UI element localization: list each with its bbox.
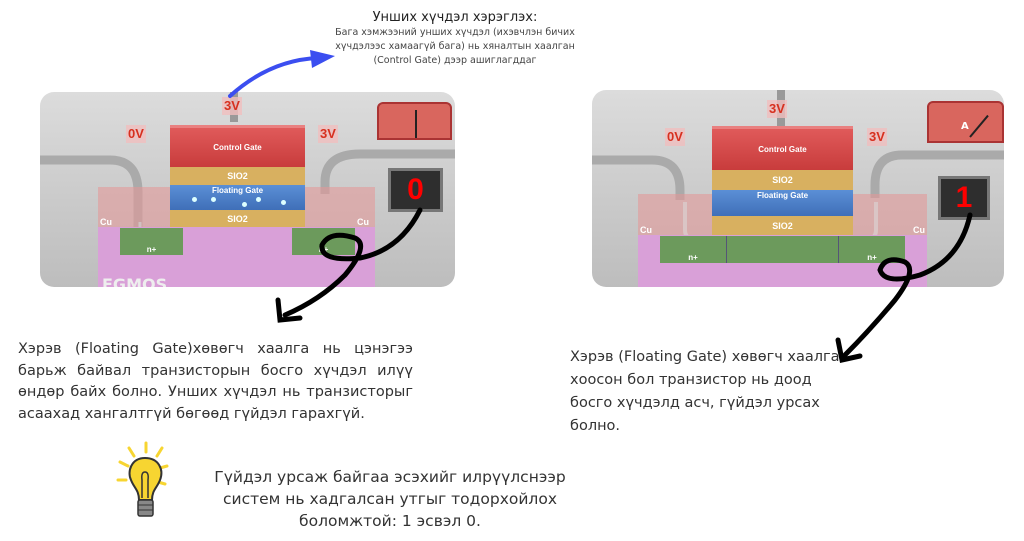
black-arrow-left-head — [275, 297, 303, 323]
floating-gate: Floating Gate — [170, 185, 305, 210]
ammeter-gauge-icon — [377, 102, 452, 140]
conclusion-line: боломжтой: 1 эсвэл 0. — [299, 512, 481, 530]
electron — [281, 200, 286, 205]
source-voltage: 0V — [665, 128, 685, 146]
right-line: хоосон бол транзистор нь доод — [570, 372, 812, 388]
lightbulb-icon — [116, 441, 169, 517]
channel — [726, 236, 839, 263]
n-plus-right: n+ — [292, 228, 355, 255]
n-plus-left: n+ — [120, 228, 183, 255]
gate-voltage: 3V — [222, 97, 242, 115]
conclusion: Гүйдэл урсаж байгаа эсэхийг илрүүлснээр … — [190, 466, 590, 532]
cu-right: Cu — [357, 217, 369, 227]
right-line: Хэрэв (Floating Gate) хөвөгч хаалга — [570, 349, 840, 365]
right-line: болно. — [570, 418, 621, 434]
ammeter-gauge-icon: A — [927, 101, 1004, 143]
device-label: FGMOS — [102, 275, 168, 287]
annotation-line: Бага хэмжээний унших хүчдэл (ихэвчлэн би… — [335, 27, 575, 38]
drain-voltage: 3V — [867, 128, 887, 146]
annotation: Унших хүчдэл хэрэглэх: Бага хэмжээний ун… — [310, 9, 600, 68]
electron — [192, 197, 197, 202]
gate-voltage: 3V — [767, 100, 787, 118]
cu-left: Cu — [640, 225, 652, 235]
blue-arrow — [228, 56, 320, 98]
oxide-top: SIO2 — [170, 167, 305, 185]
control-gate: Control Gate — [170, 125, 305, 167]
electron — [211, 197, 216, 202]
source-voltage: 0V — [126, 125, 146, 143]
electron — [242, 202, 247, 207]
conclusion-line: Гүйдэл урсаж байгаа эсэхийг илрүүлснээр — [214, 468, 566, 486]
right-explanation: Хэрэв (Floating Gate) хөвөгч хаалга хоос… — [570, 346, 850, 438]
n-plus-right: n+ — [839, 236, 905, 263]
readout-display: 0 — [388, 168, 443, 212]
control-gate: Control Gate — [712, 126, 853, 170]
left-explanation: Хэрэв (Floating Gate)хөвөгч хаалга нь цэ… — [18, 341, 413, 422]
cu-right: Cu — [913, 225, 925, 235]
gauge-label: A — [961, 121, 969, 132]
conclusion-line: систем нь хадгалсан утгыг тодорхойлох — [222, 490, 557, 508]
annotation-line: (Control Gate) дээр ашиглагддаг — [373, 55, 537, 66]
oxide-bottom: SIO2 — [170, 210, 305, 227]
fgmos-diagram-empty: n+ n+ Cu Cu Control Gate SIO2 Floating G… — [592, 90, 1004, 287]
floating-gate: Floating Gate — [712, 190, 853, 216]
right-line: босго хүчдэлд асч, гүйдэл урсах — [570, 395, 820, 411]
drain-voltage: 3V — [318, 125, 338, 143]
annotation-line: хүчдэлээс хамаагүй бага) нь хяналтын хаа… — [335, 41, 575, 52]
oxide-bottom: SIO2 — [712, 216, 853, 235]
readout-display: 1 — [938, 176, 990, 220]
cu-left: Cu — [100, 217, 112, 227]
annotation-title: Унших хүчдэл хэрэглэх: — [372, 10, 538, 25]
fgmos-diagram-charged: n+ n+ Cu Cu FGMOS Control Gate SIO2 Floa… — [40, 92, 455, 287]
oxide-top: SIO2 — [712, 170, 853, 190]
n-plus-left: n+ — [660, 236, 726, 263]
electron — [256, 197, 261, 202]
